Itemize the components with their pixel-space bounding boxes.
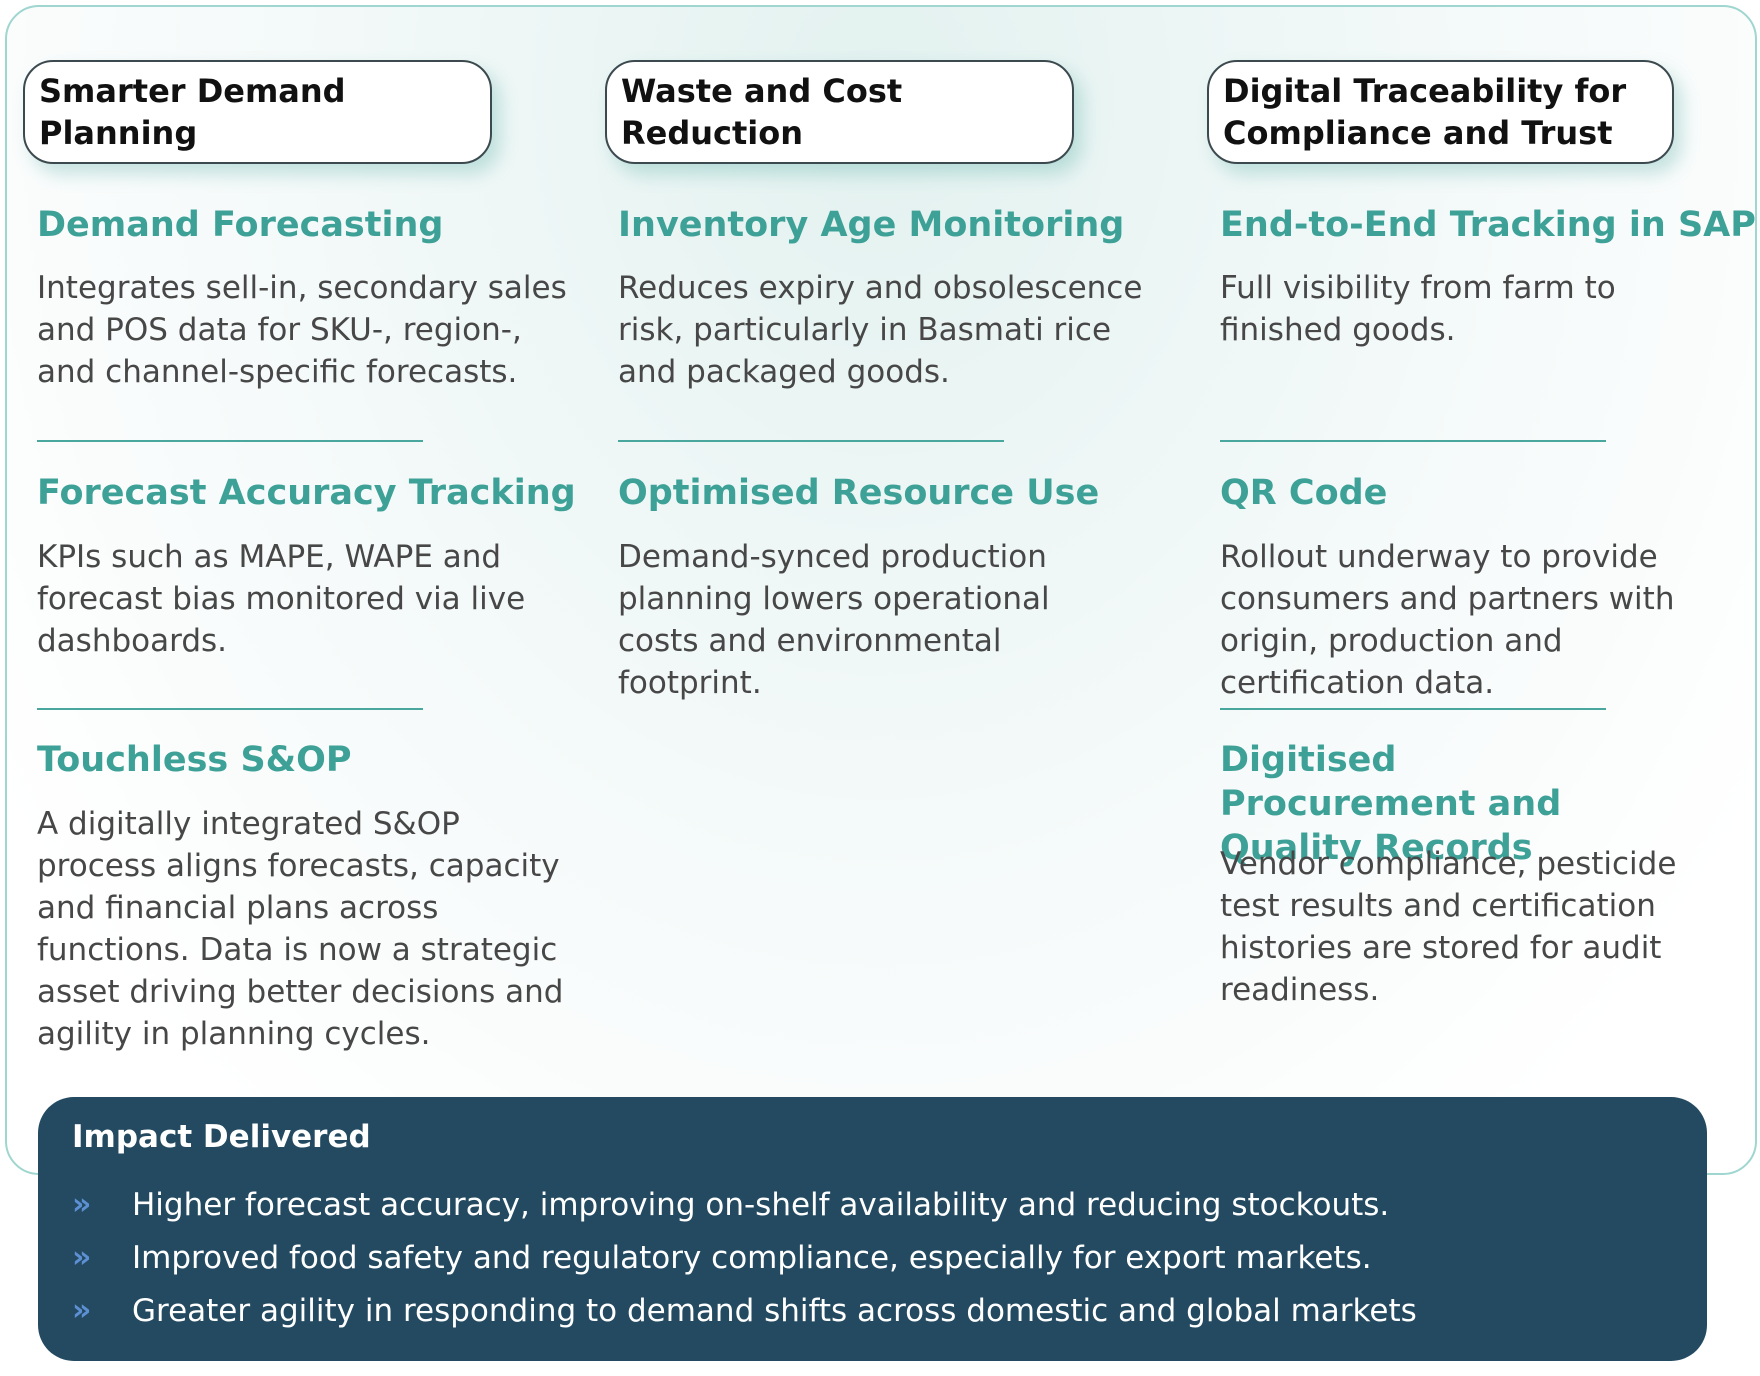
impact-item-text: Improved food safety and regulatory comp… (132, 1240, 1372, 1276)
chevron-right-icon: » (72, 1293, 92, 1328)
impact-delivered-box: Impact Delivered » Higher forecast accur… (38, 1097, 1707, 1361)
section-divider (618, 440, 1004, 442)
item-body: Reduces expiry and obsolescence risk, pa… (618, 270, 1143, 390)
item-title: Optimised Resource Use (618, 473, 1100, 513)
section-divider (1220, 708, 1606, 710)
item-body: Full visibility from farm to finished go… (1220, 270, 1616, 348)
column-heading: Smarter Demand Planning (23, 60, 492, 164)
item-title: QR Code (1220, 473, 1388, 513)
impact-item-text: Higher forecast accuracy, improving on-s… (132, 1187, 1390, 1223)
item-body: Vendor compliance, pesticide test result… (1220, 846, 1677, 1008)
impact-title: Impact Delivered (72, 1119, 371, 1155)
item-body: KPIs such as MAPE, WAPE and forecast bia… (37, 539, 526, 659)
content-panel (5, 5, 1757, 1175)
section-divider (1220, 440, 1606, 442)
item-body: Integrates sell-in, secondary sales and … (37, 270, 567, 390)
column-demand-planning: Smarter Demand Planning (23, 60, 492, 164)
chevron-right-icon: » (72, 1187, 92, 1222)
item-body: Demand-synced production planning lowers… (618, 539, 1050, 701)
section-divider (37, 440, 423, 442)
column-heading: Waste and Cost Reduction (605, 60, 1074, 164)
item-title: Forecast Accuracy Tracking (37, 473, 576, 513)
chevron-right-icon: » (72, 1240, 92, 1275)
impact-item-text: Greater agility in responding to demand … (132, 1293, 1417, 1329)
item-title: Digitised Procurement and Quality Record… (1220, 740, 1562, 868)
item-title: End-to-End Tracking in SAP (1220, 205, 1756, 245)
item-title: Inventory Age Monitoring (618, 205, 1125, 245)
section-divider (37, 708, 423, 710)
column-heading: Digital Traceability for Compliance and … (1207, 60, 1674, 164)
item-body: Rollout underway to provide consumers an… (1220, 539, 1675, 701)
item-title: Demand Forecasting (37, 205, 444, 245)
column-traceability: Digital Traceability for Compliance and … (1207, 60, 1674, 164)
column-waste-cost: Waste and Cost Reduction (605, 60, 1074, 164)
item-body: A digitally integrated S&OP process alig… (37, 806, 564, 1052)
item-title: Touchless S&OP (37, 740, 352, 780)
